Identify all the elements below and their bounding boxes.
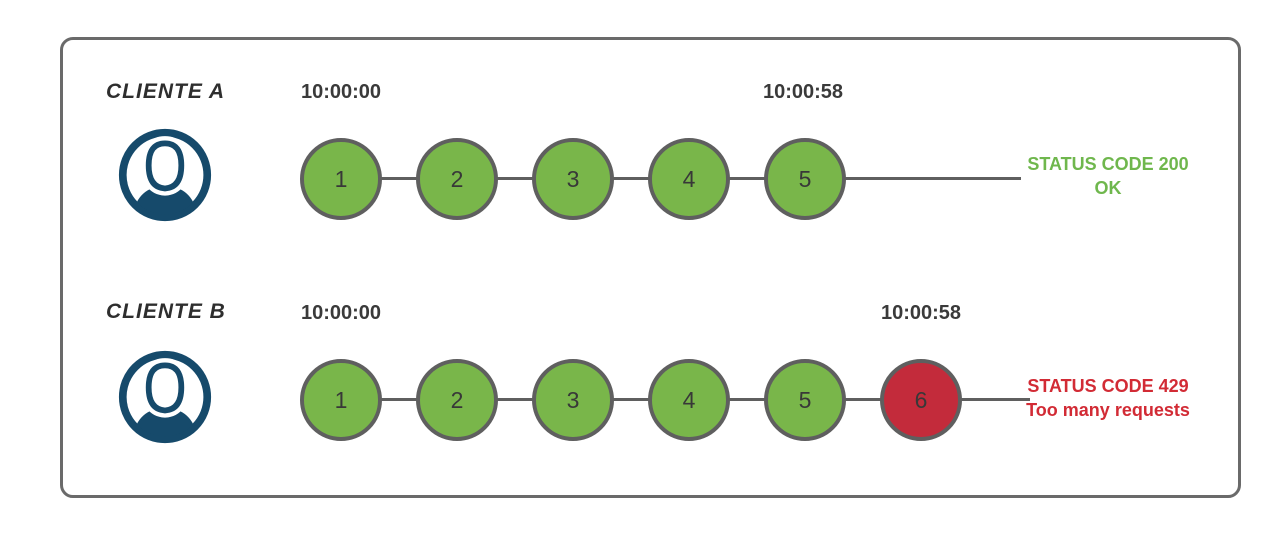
request-circle-4: 4 [648,138,730,220]
client-b-start-timestamp: 10:00:00 [300,302,382,324]
status-code-text: STATUS CODE 200 [1027,154,1189,174]
request-circle-5: 5 [764,359,846,441]
request-circle-6: 6 [880,359,962,441]
request-circle-3: 3 [532,138,614,220]
request-circle-1: 1 [300,359,382,441]
user-circle-icon [118,128,212,222]
client-a-label: CLIENTE A [106,80,226,103]
client-a-start-timestamp: 10:00:00 [300,81,382,103]
request-circle-2: 2 [416,359,498,441]
client-b-label: CLIENTE B [106,300,226,323]
request-circle-5: 5 [764,138,846,220]
diagram-frame [60,37,1241,498]
status-code-text: STATUS CODE 429 [1027,376,1189,396]
status-message-text: Too many requests [1026,400,1190,420]
client-b-end-timestamp: 10:00:58 [880,302,962,324]
user-circle-icon [118,350,212,444]
request-circle-2: 2 [416,138,498,220]
user-avatar-icon [117,127,213,223]
client-a-status: STATUS CODE 200 OK [1018,152,1198,200]
client-a-end-timestamp: 10:00:58 [762,81,844,103]
request-circle-3: 3 [532,359,614,441]
request-circle-1: 1 [300,138,382,220]
user-avatar-icon [117,349,213,445]
status-message-text: OK [1094,178,1122,198]
request-circle-4: 4 [648,359,730,441]
client-b-status: STATUS CODE 429 Too many requests [1018,374,1198,422]
